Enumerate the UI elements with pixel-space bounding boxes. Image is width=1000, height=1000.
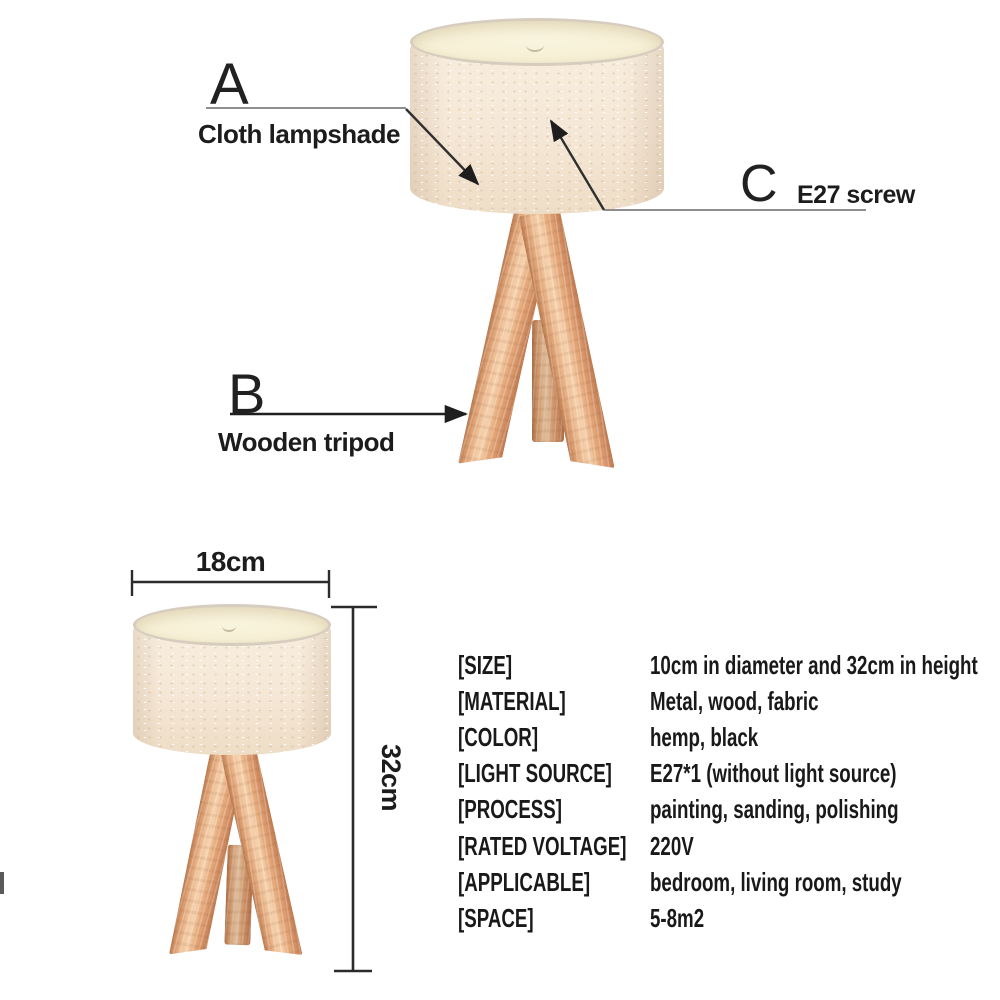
callout-letter-b: B xyxy=(228,362,266,425)
spec-label-applicable: [APPLICABLE] xyxy=(458,866,591,897)
spec-list: [SIZE] 10cm in diameter and 32cm in heig… xyxy=(458,647,998,937)
spec-value-applicable: bedroom, living room, study xyxy=(650,866,902,897)
spec-label-size: [SIZE] xyxy=(458,649,513,680)
bulb-socket-wire-small xyxy=(222,620,236,632)
image-edge-artifact xyxy=(0,872,4,894)
spec-value-space: 5-8m2 xyxy=(650,902,705,933)
width-dimension-value: 18cm xyxy=(195,546,266,577)
spec-label-space: [SPACE] xyxy=(458,902,534,933)
spec-row-size: [SIZE] 10cm in diameter and 32cm in heig… xyxy=(458,647,998,683)
spec-row-color: [COLOR] hemp, black xyxy=(458,719,998,755)
spec-value-size: 10cm in diameter and 32cm in height xyxy=(650,649,978,680)
spec-label-light-source: [LIGHT SOURCE] xyxy=(458,758,612,789)
spec-row-space: [SPACE] 5-8m2 xyxy=(458,900,998,936)
callout-letter-a: A xyxy=(210,52,249,117)
callout-label-cloth-lampshade: Cloth lampshade xyxy=(198,119,400,149)
callout-label-e27-screw: E27 screw xyxy=(797,181,915,209)
bulb-socket-wire xyxy=(526,38,544,52)
spec-row-process: [PROCESS] painting, sanding, polishing xyxy=(458,792,998,828)
spec-value-light-source: E27*1 (without light source) xyxy=(650,758,897,789)
label-c-arrow xyxy=(549,119,606,211)
spec-row-applicable: [APPLICABLE] bedroom, living room, study xyxy=(458,864,998,900)
spec-value-material: Metal, wood, fabric xyxy=(650,685,819,716)
label-a-arrow xyxy=(405,108,480,186)
lampshade-body xyxy=(410,42,664,214)
lampshade-opening xyxy=(410,18,664,66)
spec-label-process: [PROCESS] xyxy=(458,794,563,825)
spec-value-process: painting, sanding, polishing xyxy=(650,794,899,825)
lampshade-body-small xyxy=(133,625,331,755)
spec-row-light-source: [LIGHT SOURCE] E27*1 (without light sour… xyxy=(458,756,998,792)
spec-value-color: hemp, black xyxy=(650,721,759,752)
callout-letter-c: C xyxy=(740,155,778,213)
spec-label-material: [MATERIAL] xyxy=(458,685,566,716)
spec-row-material: [MATERIAL] Metal, wood, fabric xyxy=(458,683,998,719)
height-dimension-value: 32cm xyxy=(376,744,406,812)
spec-label-color: [COLOR] xyxy=(458,721,539,752)
spec-label-rated-voltage: [RATED VOLTAGE] xyxy=(458,830,627,861)
spec-row-rated-voltage: [RATED VOLTAGE] 220V xyxy=(458,828,998,864)
spec-value-rated-voltage: 220V xyxy=(650,830,694,861)
callout-label-wooden-tripod: Wooden tripod xyxy=(218,427,395,457)
